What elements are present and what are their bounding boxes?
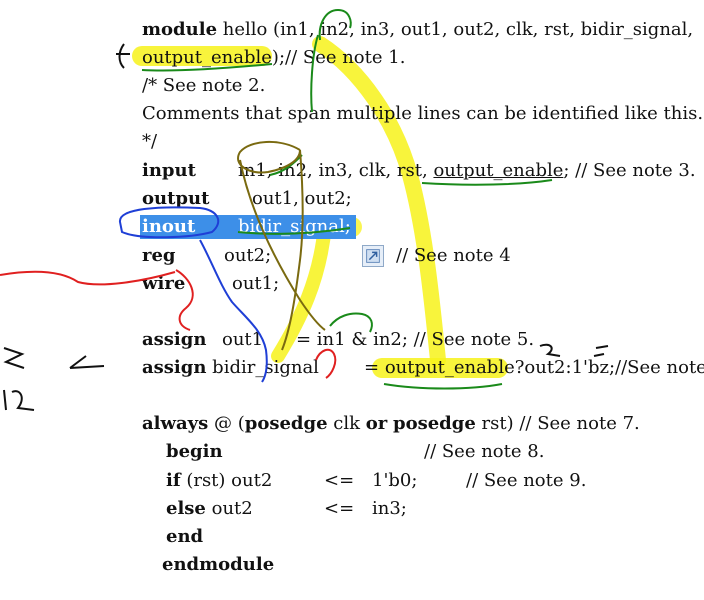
keyword: assign	[142, 329, 207, 350]
code-line-13: always @ (posedge clk or posedge rst) //…	[142, 413, 640, 435]
code-line-7-args: out1, out2;	[252, 188, 352, 210]
code-line-11: assign	[142, 329, 206, 351]
black-pen-stroke	[539, 343, 561, 357]
black-pen-stroke	[593, 345, 609, 357]
keyword: always	[142, 413, 209, 434]
code-text: output_enable	[142, 47, 272, 68]
code-line-6: input	[142, 160, 196, 182]
keyword: assign	[142, 357, 207, 378]
code-text: in3;	[372, 498, 407, 519]
code-line-16: else out2	[166, 498, 253, 520]
code-line-15-value: 1'b0;	[372, 470, 417, 492]
keyword: input	[142, 160, 196, 181]
code-text: <=	[324, 498, 355, 519]
code-text: ?out2:1'bz;//See note	[514, 357, 704, 378]
code-line-4: Comments that span multiple lines can be…	[142, 103, 703, 125]
code-line-15-comment: // See note 9.	[466, 470, 586, 492]
black-pen-stroke	[3, 347, 25, 369]
comment-text: // See note 4	[396, 245, 511, 266]
code-text: bidir_signal;	[238, 216, 351, 237]
code-text: <=	[324, 470, 355, 491]
keyword: else	[166, 498, 206, 519]
keyword: if	[166, 470, 181, 491]
keyword: or	[365, 413, 388, 434]
keyword: posedge	[244, 413, 328, 434]
document-link-icon-glyph	[366, 249, 380, 263]
code-line-8[interactable]: inout	[142, 216, 195, 238]
comment-text: // See note 9.	[466, 470, 587, 491]
code-line-12-rhs: = output_enable?out2:1'bz;//See note	[364, 357, 704, 379]
code-text: ; // See note 3.	[563, 160, 696, 181]
code-text: out1;	[232, 273, 280, 294]
code-line-10-args: out1;	[232, 273, 279, 295]
code-line-11-rhs: = in1 & in2; // See note 5.	[296, 329, 534, 351]
code-line-18: endmodule	[162, 554, 274, 576]
keyword: posedge	[392, 413, 476, 434]
code-text: =	[364, 357, 385, 378]
code-line-2: output_enable);// See note 1.	[142, 47, 405, 69]
keyword: module	[142, 19, 218, 40]
comment-text: */	[142, 131, 158, 152]
code-line-9: reg	[142, 245, 176, 267]
code-line-10: wire	[142, 273, 185, 295]
code-line-5: */	[142, 131, 157, 153]
code-text: output_enable	[384, 357, 515, 378]
code-text: out1, out2;	[252, 188, 352, 209]
code-line-14: begin	[166, 441, 223, 463]
code-text: hello (in1, in2, in3, out1, out2, clk, r…	[217, 19, 694, 40]
code-line-6-args: in1, in2, in3, clk, rst, output_enable; …	[238, 160, 696, 182]
comment-text: /* See note 2.	[142, 75, 266, 96]
code-line-9-comment: // See note 4	[396, 245, 511, 267]
code-line-9-args: out2;	[224, 245, 271, 267]
keyword: wire	[142, 273, 186, 294]
black-pen-stroke	[69, 355, 105, 369]
code-text: 1'b0;	[372, 470, 418, 491]
code-text: in1, in2, in3, clk, rst,	[238, 160, 434, 181]
code-text: (rst) out2	[180, 470, 273, 491]
comment-text: // See note 8.	[424, 441, 545, 462]
code-line-16-value: in3;	[372, 498, 407, 520]
black-pen-stroke	[118, 43, 125, 69]
keyword: output	[142, 188, 210, 209]
document-link-icon[interactable]	[362, 245, 384, 267]
code-line-12: assign bidir_signal	[142, 357, 319, 379]
code-text: );// See note 1.	[271, 47, 406, 68]
code-text: out2	[205, 498, 253, 519]
keyword: begin	[166, 441, 223, 462]
code-text: clk	[327, 413, 366, 434]
comment-text: Comments that span multiple lines can be…	[142, 103, 704, 124]
code-text: out2;	[224, 245, 272, 266]
keyword: endmodule	[162, 554, 275, 575]
code-line-7: output	[142, 188, 209, 210]
code-text: = in1 & in2; // See note 5.	[296, 329, 535, 350]
keyword: inout	[142, 216, 196, 237]
code-line-16-op: <=	[324, 498, 354, 520]
code-text: bidir_signal	[206, 357, 319, 378]
black-pen-stroke	[3, 389, 35, 411]
code-line-11-lhs: out1	[222, 329, 263, 351]
code-line-15-op: <=	[324, 470, 354, 492]
code-line-17: end	[166, 526, 203, 548]
code-line-3: /* See note 2.	[142, 75, 265, 97]
code-text: rst) // See note 7.	[475, 413, 640, 434]
code-line-8-args[interactable]: bidir_signal;	[238, 216, 351, 238]
code-line-15: if (rst) out2	[166, 470, 272, 492]
code-text: output_enable	[433, 160, 564, 181]
code-text: out1	[222, 329, 264, 350]
green-pen-stroke	[383, 383, 503, 390]
code-line-1: module hello (in1, in2, in3, out1, out2,…	[142, 19, 693, 41]
code-text: @ (	[208, 413, 245, 434]
code-line-14-comment: // See note 8.	[424, 441, 544, 463]
keyword: end	[166, 526, 204, 547]
keyword: reg	[142, 245, 176, 266]
